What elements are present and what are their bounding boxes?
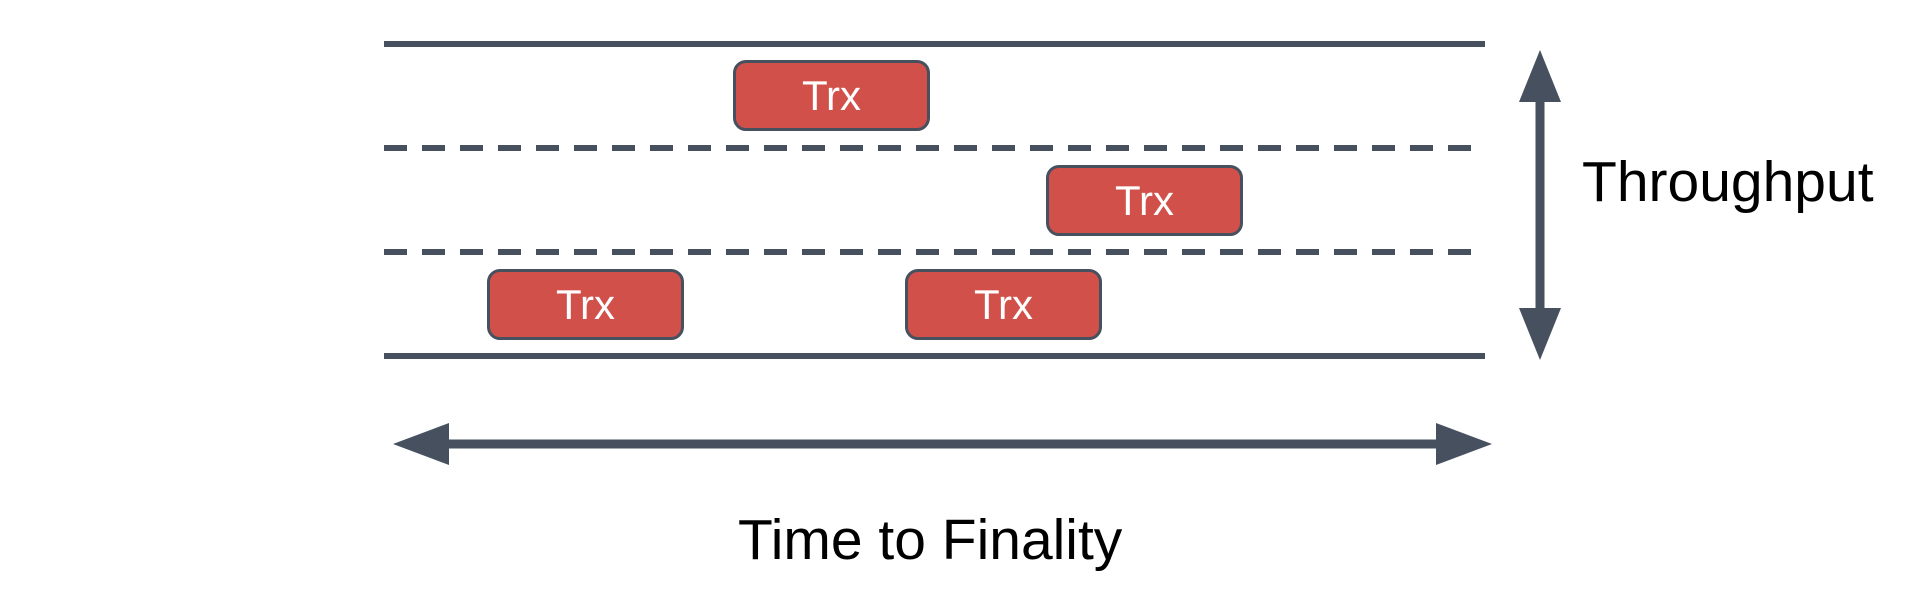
- time-to-finality-arrow-head-left: [393, 423, 449, 465]
- trx-box-lane1: Trx: [733, 60, 930, 131]
- time-to-finality-label: Time to Finality: [738, 508, 1123, 572]
- throughput-arrow-head-down: [1519, 308, 1561, 360]
- trx-label: Trx: [1114, 176, 1175, 224]
- time-to-finality-arrow-head-right: [1436, 423, 1492, 465]
- trx-box-lane3-left: Trx: [487, 269, 684, 340]
- trx-label: Trx: [555, 280, 616, 328]
- road-bottom-line: [384, 353, 1485, 359]
- trx-label: Trx: [973, 280, 1034, 328]
- lane-divider-1: [384, 145, 1485, 151]
- time-to-finality-double-arrow-icon: [393, 423, 1492, 465]
- trx-box-lane3-right: Trx: [905, 269, 1102, 340]
- trx-box-lane2: Trx: [1046, 165, 1243, 236]
- throughput-double-arrow-icon: [1519, 50, 1561, 360]
- trx-label: Trx: [801, 71, 862, 119]
- lane-divider-2: [384, 249, 1485, 255]
- throughput-label: Throughput: [1582, 150, 1874, 214]
- throughput-arrow-head-up: [1519, 50, 1561, 102]
- road-top-line: [384, 41, 1485, 47]
